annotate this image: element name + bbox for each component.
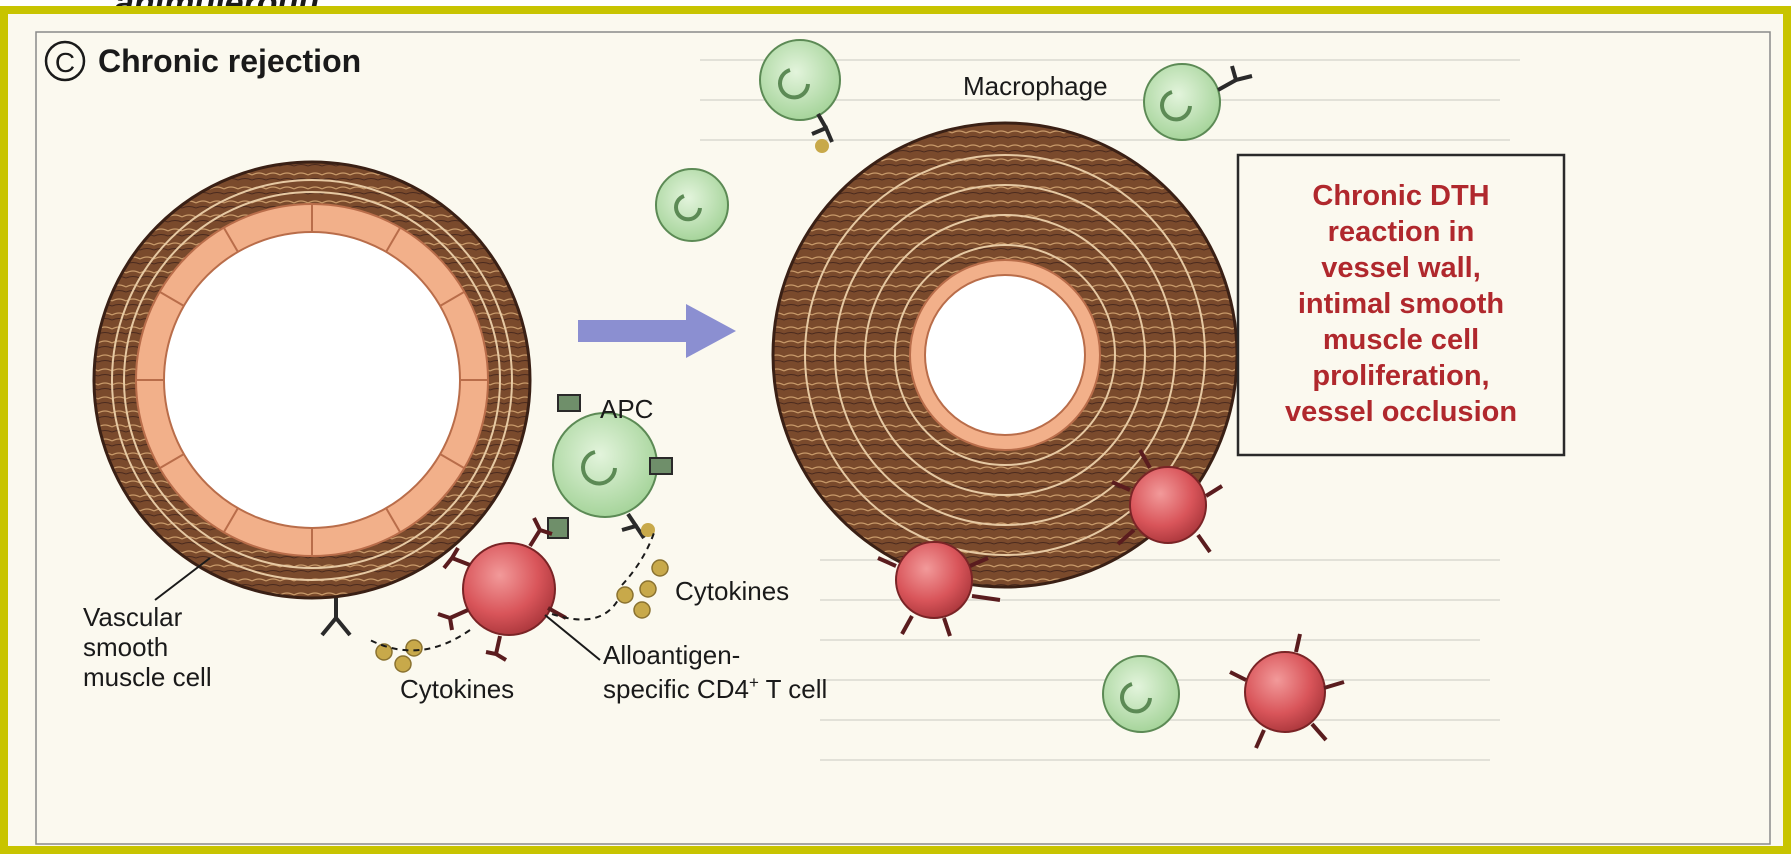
callout-line-1: Chronic DTH [1312,180,1489,212]
label-cytokines-right: Cytokines [675,576,789,606]
callout-box: Chronic DTH reaction in vessel wall, int… [1238,155,1564,455]
label-cytokines-left: Cytokines [400,674,514,704]
narrowed-lumen [925,275,1085,435]
vessel-lumen [164,232,460,528]
callout-line-7: vessel occlusion [1285,396,1517,428]
callout-line-2: reaction in [1328,216,1475,248]
label-macrophage: Macrophage [963,71,1108,101]
label-apc: APC [600,394,653,424]
callout-line-6: proliferation, [1312,360,1489,392]
label-vsmc-line1: Vascular [83,602,183,632]
label-tcell-line1: Alloantigen- [603,640,740,670]
macrophage-icon [656,169,728,241]
callout-line-4: intimal smooth [1298,288,1504,320]
normal-vessel [94,162,530,598]
macrophage-icon [1103,656,1179,732]
label-vsmc-line2: smooth [83,632,168,662]
panel-letter: C [55,47,75,78]
callout-line-5: muscle cell [1323,324,1479,356]
panel-title-text: Chronic rejection [98,43,361,79]
label-vsmc-line3: muscle cell [83,662,212,692]
callout-line-3: vessel wall, [1321,252,1481,284]
label-tcell-line2: specific CD4+ T cell [603,673,827,704]
